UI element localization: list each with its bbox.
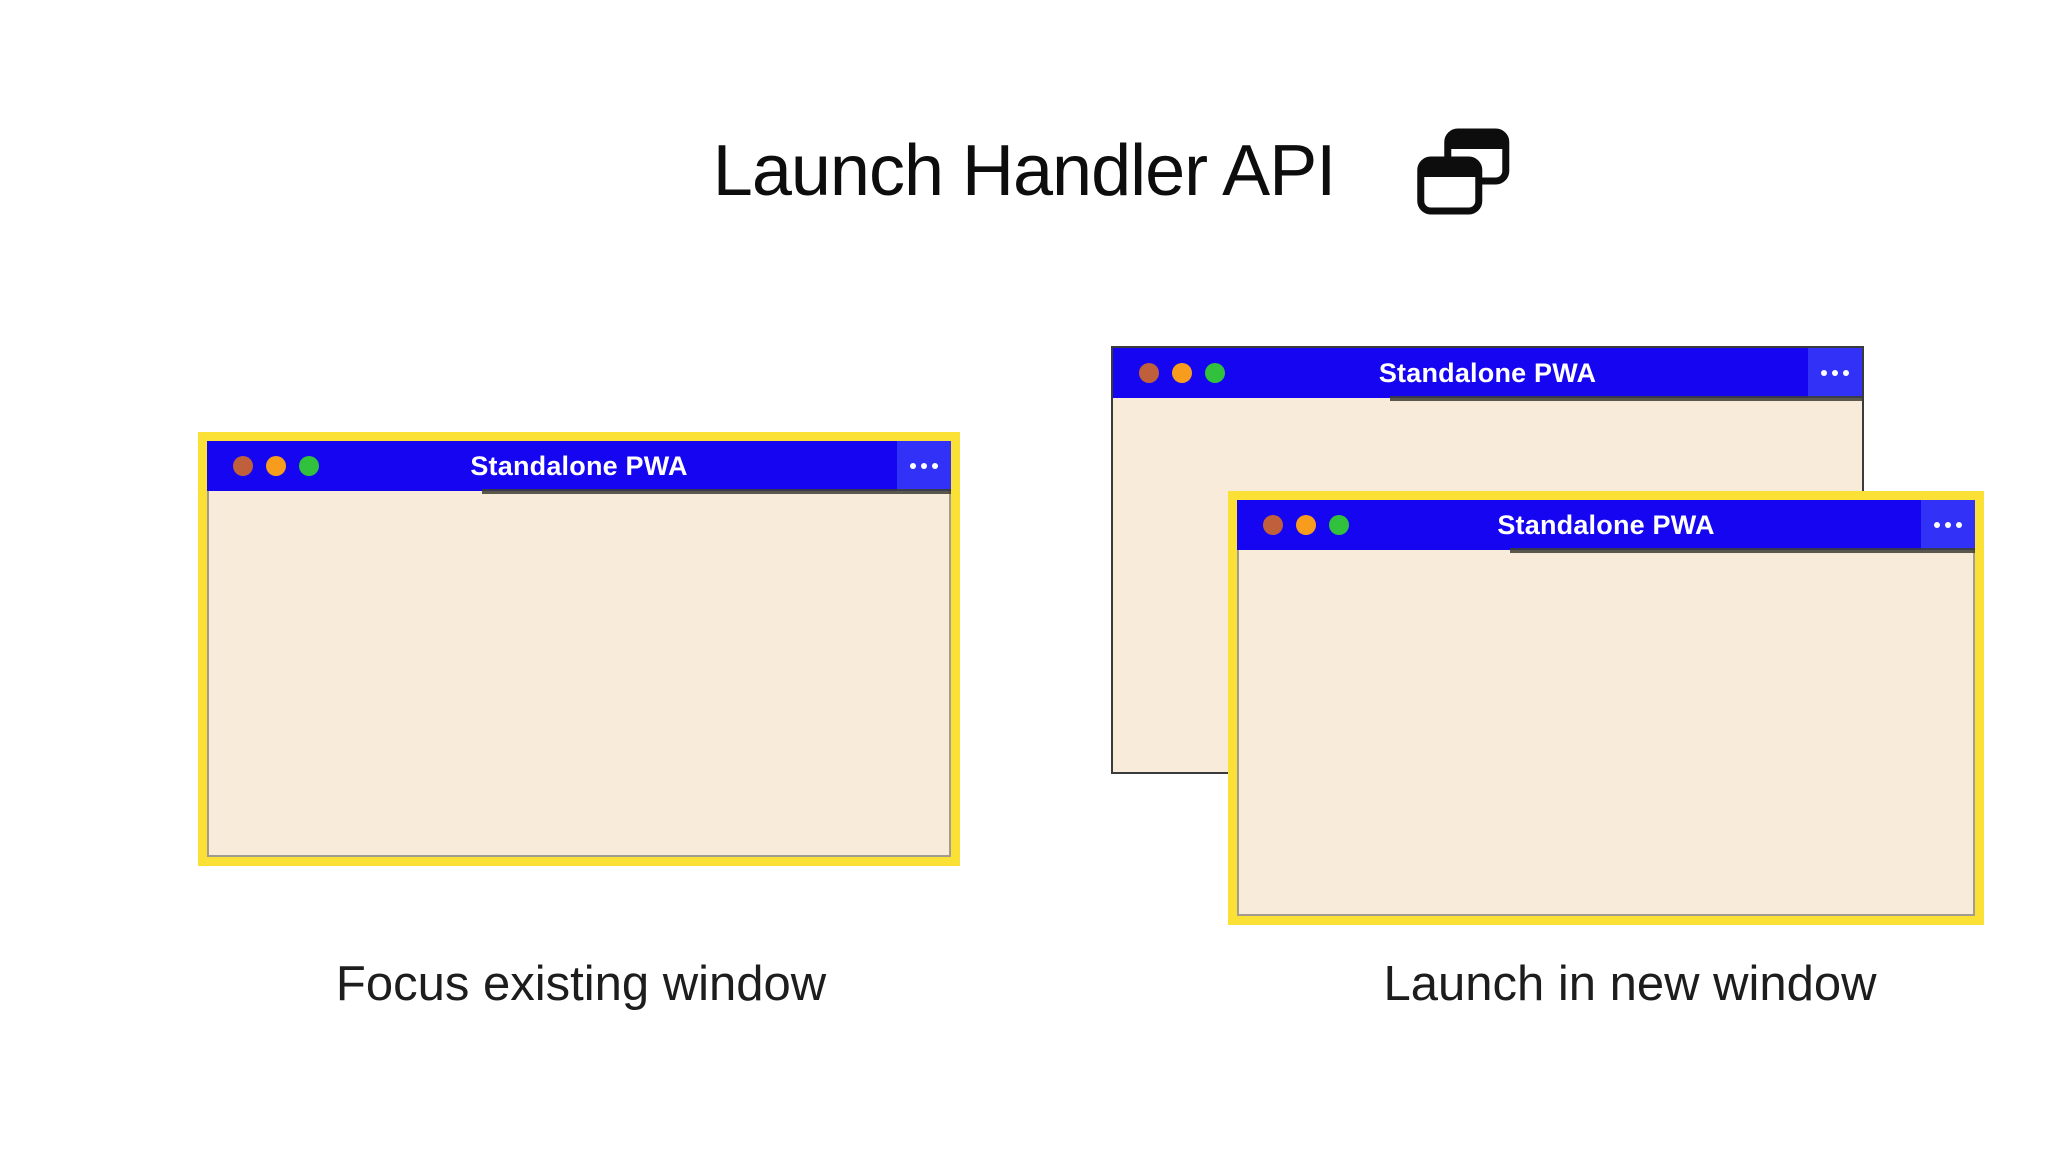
overlapping-windows-icon (1415, 123, 1511, 219)
close-button-icon[interactable] (1263, 515, 1283, 535)
ellipsis-dot (921, 463, 927, 469)
window-body (207, 491, 951, 857)
minimize-button-icon[interactable] (1296, 515, 1316, 535)
zoom-button-icon[interactable] (299, 456, 319, 476)
ellipsis-menu-button[interactable] (1808, 348, 1862, 398)
ellipsis-menu-button[interactable] (1921, 500, 1975, 550)
window-title: Standalone PWA (1378, 357, 1597, 388)
window-title: Standalone PWA (1497, 509, 1715, 540)
zoom-button-icon[interactable] (1329, 515, 1349, 535)
close-button-icon[interactable] (1139, 363, 1159, 383)
window-titlebar: Standalone PWA (1113, 348, 1862, 401)
traffic-lights (233, 456, 319, 476)
page-title: Launch Handler API (712, 131, 1336, 211)
traffic-lights (1263, 515, 1349, 535)
ellipsis-dot (1934, 522, 1940, 528)
window-body (1237, 550, 1975, 916)
ellipsis-dot (1945, 522, 1951, 528)
ellipsis-dot (1821, 370, 1827, 376)
ellipsis-dot (1832, 370, 1838, 376)
ellipsis-dot (932, 463, 938, 469)
traffic-lights (1139, 363, 1225, 383)
ellipsis-dot (1956, 522, 1962, 528)
caption-focus-existing-window: Focus existing window (335, 957, 827, 1011)
zoom-button-icon[interactable] (1205, 363, 1225, 383)
window-title: Standalone PWA (470, 450, 688, 481)
titlebar-shadow (482, 489, 951, 494)
minimize-button-icon[interactable] (266, 456, 286, 476)
titlebar-shadow (1510, 548, 1975, 553)
window-titlebar: Standalone PWA (207, 441, 951, 494)
diagram-header: Launch Handler API (712, 128, 1510, 215)
pwa-window-new: Standalone PWA (1228, 491, 1984, 925)
close-button-icon[interactable] (233, 456, 253, 476)
ellipsis-menu-button[interactable] (897, 441, 951, 491)
ellipsis-dot (1843, 370, 1849, 376)
titlebar-shadow (1390, 396, 1862, 401)
pwa-window-focused: Standalone PWA (198, 432, 960, 866)
minimize-button-icon[interactable] (1172, 363, 1192, 383)
window-titlebar: Standalone PWA (1237, 500, 1975, 553)
ellipsis-dot (910, 463, 916, 469)
caption-launch-in-new-window: Launch in new window (1383, 957, 1877, 1011)
